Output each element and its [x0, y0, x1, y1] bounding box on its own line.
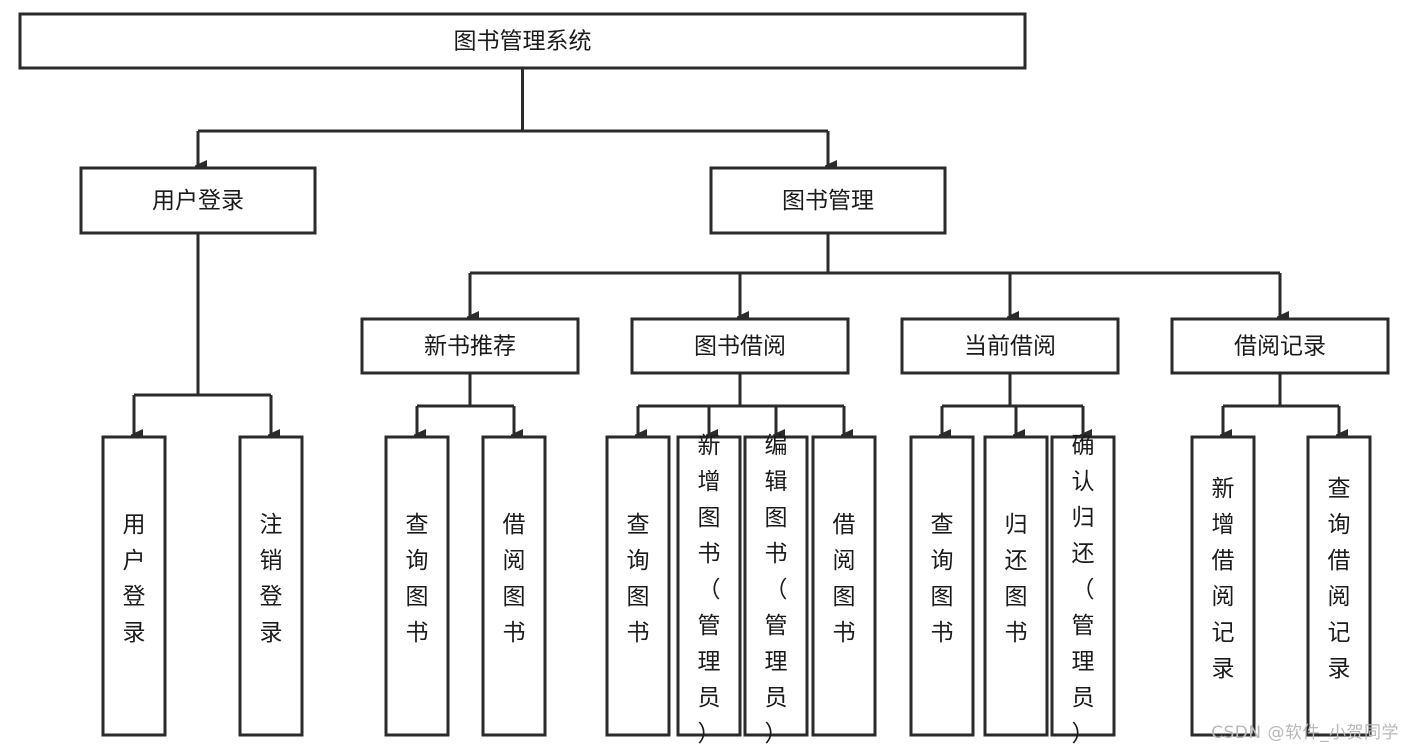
node-box-leaf-logout-login[interactable]	[238, 435, 304, 737]
node-box-leaf-borrow-book-rec[interactable]	[481, 435, 547, 737]
node-new-book-recommend[interactable]: 新书推荐	[360, 317, 580, 375]
node-box-current-borrow[interactable]	[900, 317, 1120, 375]
node-leaf-add-book-admin[interactable]: 新增图书（管理员）	[676, 433, 742, 747]
node-box-leaf-query-borrow-record[interactable]	[1306, 435, 1372, 737]
node-box-leaf-query-book-current[interactable]	[909, 435, 975, 737]
node-box-root[interactable]	[18, 12, 1027, 70]
node-box-user-login[interactable]	[79, 166, 317, 235]
node-leaf-query-borrow-record[interactable]: 查询借阅记录	[1306, 435, 1372, 737]
node-box-leaf-confirm-return-admin[interactable]	[1050, 435, 1116, 737]
node-leaf-query-book-borrow[interactable]: 查询图书	[605, 435, 671, 737]
node-root[interactable]: 图书管理系统	[18, 12, 1027, 70]
node-box-book-borrow[interactable]	[630, 317, 850, 375]
node-box-leaf-user-login[interactable]	[101, 435, 167, 737]
node-label-book-borrow: 图书借阅	[694, 334, 786, 360]
node-box-new-book-recommend[interactable]	[360, 317, 580, 375]
csdn-watermark: CSDN @软件_小贺同学	[1211, 723, 1399, 743]
node-box-leaf-edit-book-admin[interactable]	[743, 435, 809, 737]
edge-layer	[134, 68, 1339, 435]
node-leaf-confirm-return-admin[interactable]: 确认归还（管理员）	[1050, 433, 1116, 747]
node-leaf-edit-book-admin[interactable]: 编辑图书（管理员）	[743, 433, 809, 747]
node-borrow-record[interactable]: 借阅记录	[1170, 317, 1390, 375]
node-book-management[interactable]: 图书管理	[709, 166, 947, 235]
node-label-leaf-add-book-admin: 新增图书（管理员）	[698, 433, 721, 747]
node-label-leaf-logout-login: 注销登录	[260, 512, 283, 646]
node-box-book-management[interactable]	[709, 166, 947, 235]
node-box-leaf-add-book-admin[interactable]	[676, 435, 742, 737]
node-label-leaf-query-book-current: 查询图书	[931, 512, 954, 646]
node-box-borrow-record[interactable]	[1170, 317, 1390, 375]
node-label-user-login: 用户登录	[152, 188, 244, 214]
node-box-leaf-return-book[interactable]	[983, 435, 1049, 737]
node-leaf-borrow-book-rec[interactable]: 借阅图书	[481, 435, 547, 737]
node-book-borrow[interactable]: 图书借阅	[630, 317, 850, 375]
node-label-leaf-edit-book-admin: 编辑图书（管理员）	[765, 433, 788, 747]
node-label-leaf-add-borrow-record: 新增借阅记录	[1212, 476, 1235, 682]
node-label-leaf-return-book: 归还图书	[1005, 512, 1028, 646]
node-leaf-query-book-current[interactable]: 查询图书	[909, 435, 975, 737]
node-leaf-add-borrow-record[interactable]: 新增借阅记录	[1190, 435, 1256, 737]
node-user-login[interactable]: 用户登录	[79, 166, 317, 235]
node-box-leaf-borrow-book-borrow[interactable]	[811, 435, 877, 737]
node-layer: 图书管理系统用户登录图书管理新书推荐图书借阅当前借阅借阅记录用户登录注销登录查询…	[18, 12, 1390, 747]
node-label-book-management: 图书管理	[782, 188, 874, 214]
node-label-new-book-recommend: 新书推荐	[424, 334, 516, 360]
node-leaf-user-login[interactable]: 用户登录	[101, 435, 167, 737]
node-label-current-borrow: 当前借阅	[964, 334, 1056, 360]
node-box-leaf-add-borrow-record[interactable]	[1190, 435, 1256, 737]
node-label-borrow-record: 借阅记录	[1234, 334, 1326, 360]
node-box-leaf-query-book-borrow[interactable]	[605, 435, 671, 737]
node-leaf-borrow-book-borrow[interactable]: 借阅图书	[811, 435, 877, 737]
node-label-leaf-query-book-rec: 查询图书	[406, 512, 429, 646]
node-current-borrow[interactable]: 当前借阅	[900, 317, 1120, 375]
node-label-root: 图书管理系统	[454, 29, 592, 55]
node-label-leaf-confirm-return-admin: 确认归还（管理员）	[1072, 433, 1095, 747]
node-leaf-logout-login[interactable]: 注销登录	[238, 435, 304, 737]
node-label-leaf-query-borrow-record: 查询借阅记录	[1328, 476, 1351, 682]
node-label-leaf-borrow-book-borrow: 借阅图书	[833, 512, 856, 646]
node-label-leaf-user-login: 用户登录	[123, 512, 146, 646]
node-box-leaf-query-book-rec[interactable]	[384, 435, 450, 737]
node-leaf-return-book[interactable]: 归还图书	[983, 435, 1049, 737]
node-label-leaf-borrow-book-rec: 借阅图书	[503, 512, 526, 646]
node-label-leaf-query-book-borrow: 查询图书	[627, 512, 650, 646]
node-leaf-query-book-rec[interactable]: 查询图书	[384, 435, 450, 737]
